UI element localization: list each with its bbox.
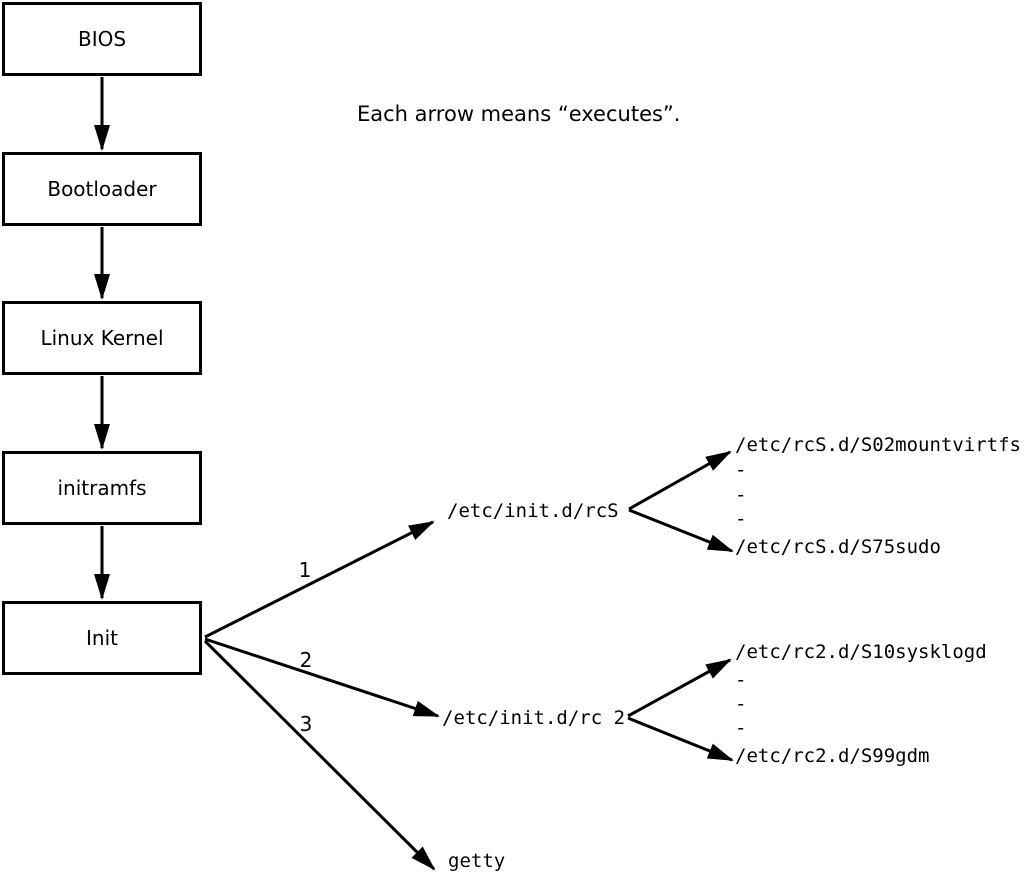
init-box: Init	[2, 601, 202, 675]
getty-label: getty	[448, 850, 506, 872]
arrow-rc2-to-s10sysklogd	[627, 658, 732, 718]
arrow-rcs-to-s02mountvirtfs	[628, 450, 732, 511]
arrow-rc2-to-s99gdm	[627, 716, 734, 762]
rc2-ellipsis-dash-2: -	[735, 693, 747, 715]
rcs-script-label: /etc/init.d/rcS	[447, 500, 619, 522]
rcs-first-script-label: /etc/rcS.d/S02mountvirtfs	[735, 434, 1021, 456]
rcs-last-script-label: /etc/rcS.d/S75sudo	[735, 536, 941, 558]
rc2-first-script-label: /etc/rc2.d/S10sysklogd	[735, 641, 987, 663]
branch-1-number-label: 1	[298, 558, 312, 582]
arrow-rcs-to-s75sudo	[628, 508, 734, 553]
bios-box: BIOS	[2, 2, 202, 76]
rc2-last-script-label: /etc/rc2.d/S99gdm	[735, 745, 930, 767]
rcs-ellipsis-dash-3: -	[735, 508, 747, 530]
arrow-init-to-rcs	[204, 520, 435, 639]
bootloader-box: Bootloader	[2, 152, 202, 226]
caption-arrow-meaning: Each arrow means “executes”.	[357, 102, 681, 126]
rc2-ellipsis-dash-3: -	[735, 717, 747, 739]
arrow-init-to-rc2	[204, 637, 440, 718]
rcs-ellipsis-dash-2: -	[735, 484, 747, 506]
rc2-script-label: /etc/init.d/rc 2	[442, 707, 626, 729]
initramfs-box: initramfs	[2, 451, 202, 525]
branch-2-number-label: 2	[299, 648, 313, 672]
linux-kernel-box: Linux Kernel	[2, 301, 202, 375]
rcs-ellipsis-dash-1: -	[735, 459, 747, 481]
rc2-ellipsis-dash-1: -	[735, 669, 747, 691]
arrow-init-to-getty	[203, 639, 436, 871]
branch-3-number-label: 3	[299, 712, 313, 736]
